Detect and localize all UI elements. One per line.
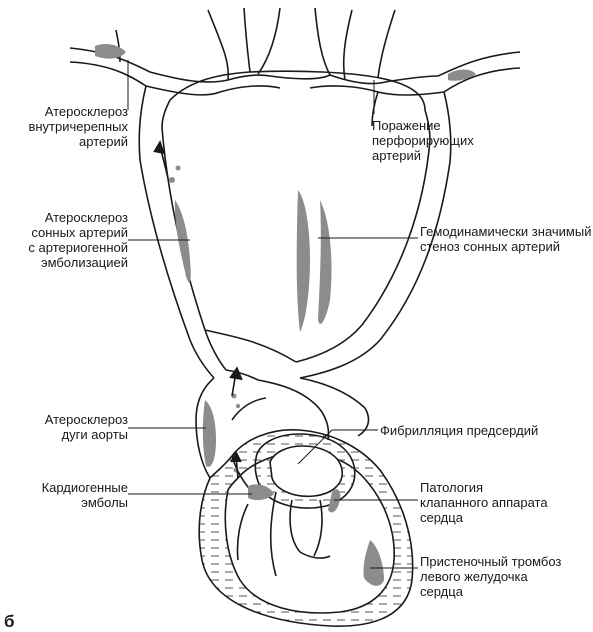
label-line: сердца xyxy=(420,584,561,599)
label-line: клапанного аппарата xyxy=(420,495,548,510)
panel-letter: б xyxy=(4,612,15,632)
label-line: перфорирующих xyxy=(372,133,474,148)
label-line: Атеросклероз xyxy=(10,210,128,225)
label-line: Кардиогенные xyxy=(20,480,128,495)
label-line: эмболизацией xyxy=(10,255,128,270)
label-line: Патология xyxy=(420,480,548,495)
label-line: внутричерепных xyxy=(12,119,128,134)
label-lv-mural-thrombus: Пристеночный тромбоз левого желудочка се… xyxy=(420,554,561,599)
label-line: Пристеночный тромбоз xyxy=(420,554,561,569)
label-aortic-arch-atherosclerosis: Атеросклероз дуги аорты xyxy=(20,412,128,442)
heart xyxy=(199,430,413,626)
label-perforating-arteries: Поражение перфорирующих артерий xyxy=(372,118,474,163)
label-line: дуги аорты xyxy=(20,427,128,442)
label-valvular-pathology: Патология клапанного аппарата сердца xyxy=(420,480,548,525)
label-line: Атеросклероз xyxy=(20,412,128,427)
label-line: эмболы xyxy=(20,495,128,510)
label-line: левого желудочка xyxy=(420,569,561,584)
label-atrial-fibrillation: Фибрилляция предсердий xyxy=(380,423,538,438)
label-line: Гемодинамически значимый xyxy=(420,224,591,239)
label-intracranial-atherosclerosis: Атеросклероз внутричерепных артерий xyxy=(12,104,128,149)
label-line: Атеросклероз xyxy=(12,104,128,119)
label-line: стеноз сонных артерий xyxy=(420,239,591,254)
label-line: Фибрилляция предсердий xyxy=(380,423,538,438)
label-line: сердца xyxy=(420,510,548,525)
label-carotid-stenosis: Гемодинамически значимый стеноз сонных а… xyxy=(420,224,591,254)
label-line: артерий xyxy=(12,134,128,149)
label-line: Поражение xyxy=(372,118,474,133)
label-line: артерий xyxy=(372,148,474,163)
label-line: с артериогенной xyxy=(10,240,128,255)
label-carotid-atherosclerosis-embolization: Атеросклероз сонных артерий с артериоген… xyxy=(10,210,128,270)
label-line: сонных артерий xyxy=(10,225,128,240)
label-cardiogenic-emboli: Кардиогенные эмболы xyxy=(20,480,128,510)
